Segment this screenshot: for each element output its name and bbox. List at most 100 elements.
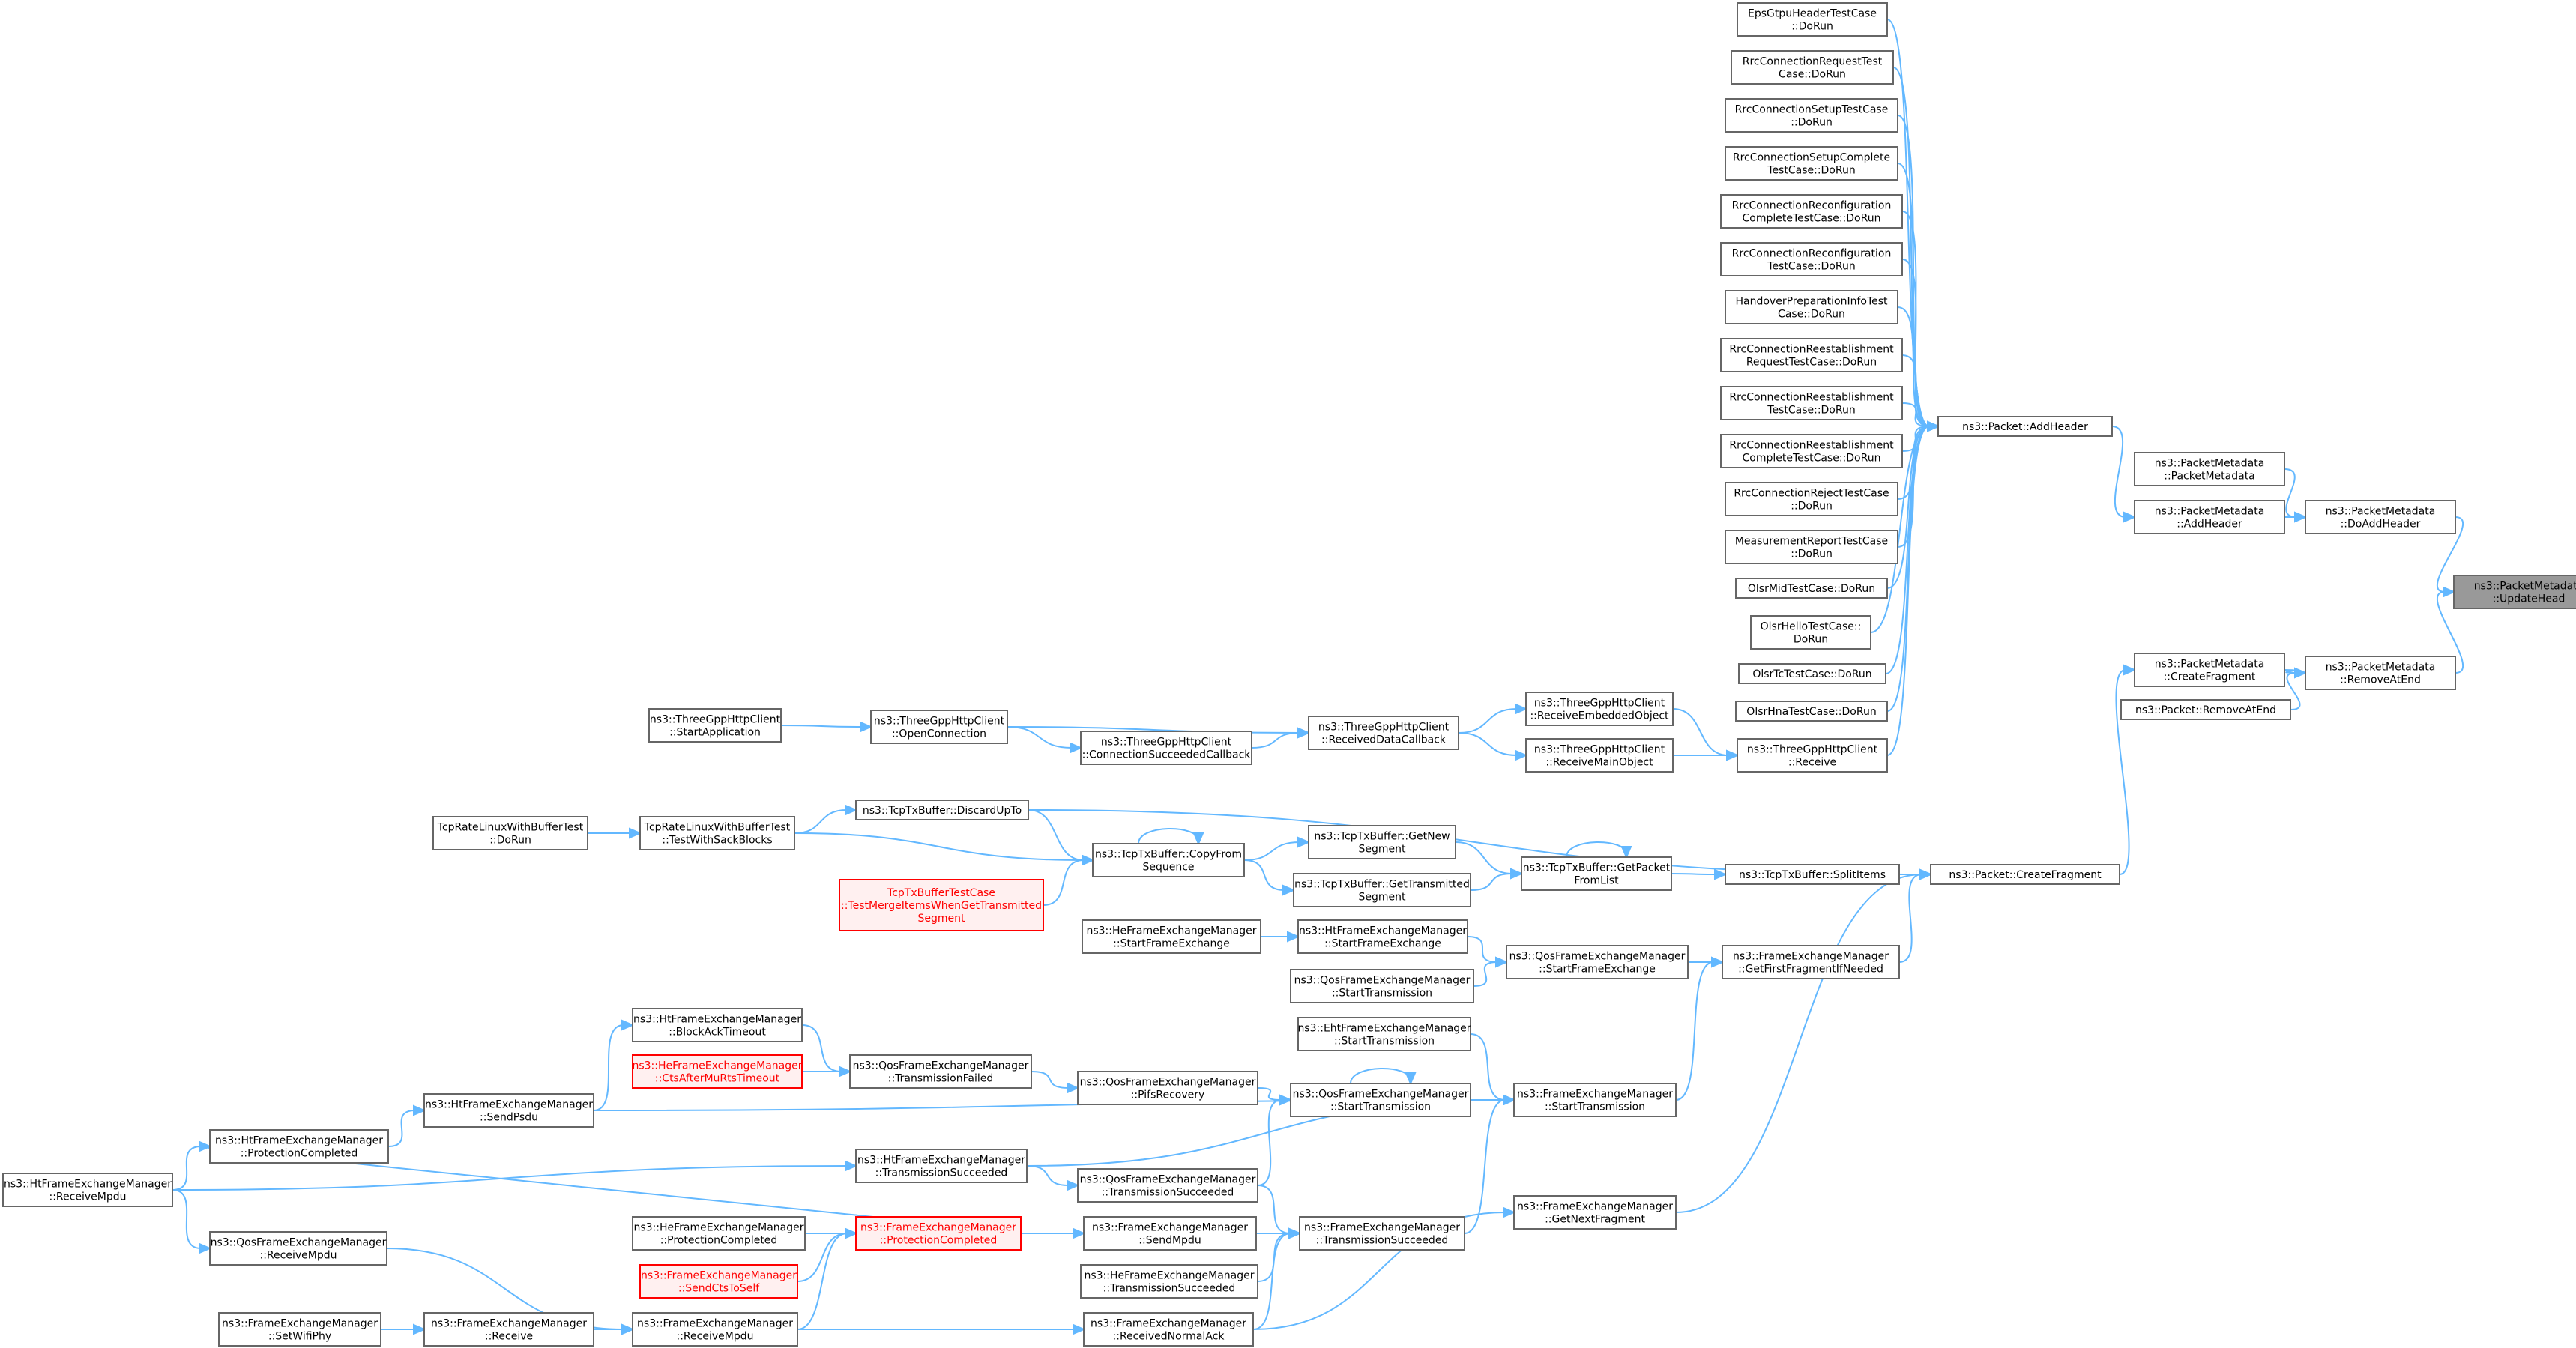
node-ht-blockack[interactable]: ns3::HtFrameExchangeManager::BlockAckTim… (632, 1008, 803, 1042)
node-fem-getnextfrag[interactable]: ns3::FrameExchangeManager::GetNextFragme… (1513, 1195, 1677, 1230)
node-he-protcomp[interactable]: ns3::HeFrameExchangeManager::ProtectionC… (632, 1216, 806, 1251)
edge-arrowhead (1714, 868, 1728, 880)
node-olsr-hello[interactable]: OlsrHelloTestCase::DoRun (1750, 615, 1871, 650)
node-packet-createfragment[interactable]: ns3::Packet::CreateFragment (1930, 864, 2120, 885)
node-tgpp-receiveddata[interactable]: ns3::ThreeGppHttpClient::ReceivedDataCal… (1308, 716, 1459, 750)
node-label-line: TestCase::DoRun (1767, 405, 1855, 417)
edge-arrowhead (1405, 1072, 1417, 1086)
node-removeatend-pm[interactable]: ns3::PacketMetadata::RemoveAtEnd (2305, 656, 2456, 690)
node-pm-packetmetadata[interactable]: ns3::PacketMetadata::PacketMetadata (2134, 452, 2285, 486)
node-tcprate-test[interactable]: TcpRateLinuxWithBufferTest::TestWithSack… (639, 816, 795, 850)
node-label-line: EpsGtpuHeaderTestCase (1748, 8, 1877, 20)
node-label-line: RrcConnectionReestablishment (1729, 392, 1894, 404)
edge-arrowhead (1067, 1179, 1080, 1191)
node-rrc-reest-complete[interactable]: RrcConnectionReestablishmentCompleteTest… (1720, 434, 1903, 468)
edge-tcprate-test-to-tcp-discard (794, 804, 858, 834)
edge-line (1455, 841, 1513, 874)
node-rrc-reject[interactable]: RrcConnectionRejectTestCase::DoRun (1725, 482, 1898, 516)
node-packet-addheader[interactable]: ns3::Packet::AddHeader (1937, 416, 2113, 437)
node-label-line: ns3::QosFrameExchangeManager (1294, 975, 1471, 987)
node-fem-sendcts[interactable]: ns3::FrameExchangeManager::SendCtsToSelf (639, 1264, 798, 1299)
node-tcp-discard[interactable]: ns3::TcpTxBuffer::DiscardUpTo (855, 800, 1029, 820)
node-qos-startfe[interactable]: ns3::QosFrameExchangeManager::StartFrame… (1506, 945, 1689, 979)
node-ht-receivempdu[interactable]: ns3::HtFrameExchangeManager::ReceiveMpdu (2, 1173, 173, 1207)
node-tgpp-connsucc[interactable]: ns3::ThreeGppHttpClient::ConnectionSucce… (1080, 731, 1252, 765)
node-label-line: Case::DoRun (1779, 69, 1846, 81)
node-updatehead[interactable]: ns3::PacketMetadata::UpdateHead (2453, 575, 2576, 609)
node-olsr-hna[interactable]: OlsrHnaTestCase::DoRun (1735, 701, 1888, 722)
edge-line (387, 1110, 416, 1147)
node-tgpp-receive[interactable]: ns3::ThreeGppHttpClient::Receive (1737, 738, 1888, 773)
node-box (1077, 1168, 1258, 1203)
node-label-line: ::TransmissionSucceeded (875, 1167, 1008, 1179)
node-tgpp-openconn[interactable]: ns3::ThreeGppHttpClient::OpenConnection (870, 710, 1008, 744)
node-qos-starttx-b[interactable]: ns3::QosFrameExchangeManager::StartTrans… (1290, 969, 1474, 1003)
node-box (1735, 701, 1888, 722)
node-tcp-splititems[interactable]: ns3::TcpTxBuffer::SplitItems (1725, 864, 1900, 885)
edge-fem-starttx-to-fem-getfirstfrag (1675, 956, 1725, 1101)
node-packet-removeatend[interactable]: ns3::Packet::RemoveAtEnd (2120, 699, 2291, 720)
node-eht-starttx[interactable]: ns3::EhtFrameExchangeManager::StartTrans… (1297, 1017, 1471, 1051)
node-measreport[interactable]: MeasurementReportTestCase::DoRun (1725, 530, 1898, 564)
node-rrc-reconf[interactable]: RrcConnectionReconfigurationTestCase::Do… (1720, 242, 1903, 276)
node-tcprate-dorun[interactable]: TcpRateLinuxWithBufferTest::DoRun (432, 816, 588, 850)
node-tgpp-startapp[interactable]: ns3::ThreeGppHttpClient::StartApplicatio… (648, 708, 782, 743)
node-label-line: ns3::HtFrameExchangeManager (425, 1099, 593, 1111)
node-he-ctsafter[interactable]: ns3::HeFrameExchangeManager::CtsAfterMuR… (632, 1054, 803, 1089)
node-epsgtpu[interactable]: EpsGtpuHeaderTestCase::DoRun (1737, 2, 1888, 37)
node-fem-receivempdu[interactable]: ns3::FrameExchangeManager::ReceiveMpdu (632, 1312, 798, 1347)
edge-fem-protcomp-to-fem-sendmpdu (1020, 1227, 1086, 1239)
node-he-txsucc[interactable]: ns3::HeFrameExchangeManager::Transmissio… (1080, 1264, 1258, 1299)
node-box (855, 1149, 1028, 1183)
node-rrc-reest-req[interactable]: RrcConnectionReestablishmentRequestTestC… (1720, 338, 1903, 372)
node-rrc-setupcomplete[interactable]: RrcConnectionSetupCompleteTestCase::DoRu… (1725, 146, 1898, 181)
node-fem-protcomp[interactable]: ns3::FrameExchangeManager::ProtectionCom… (855, 1216, 1022, 1251)
node-pm-addheader[interactable]: ns3::PacketMetadata::AddHeader (2134, 500, 2285, 534)
edge-arrowhead (1073, 1323, 1086, 1335)
node-fem-sendmpdu[interactable]: ns3::FrameExchangeManager::SendMpdu (1083, 1216, 1257, 1251)
node-tcptxbuf-testmerge[interactable]: TcpTxBufferTestCase::TestMergeItemsWhenG… (839, 879, 1044, 931)
node-tgpp-recvmain[interactable]: ns3::ThreeGppHttpClient::ReceiveMainObje… (1525, 738, 1674, 773)
node-fem-getfirstfrag[interactable]: ns3::FrameExchangeManager::GetFirstFragm… (1722, 945, 1900, 979)
node-rrc-setup[interactable]: RrcConnectionSetupTestCase::DoRun (1725, 98, 1898, 133)
node-label-line: ::StartFrameExchange (1539, 964, 1656, 976)
node-box (1737, 2, 1888, 37)
edge-line (1257, 1087, 1282, 1101)
node-box (218, 1312, 381, 1347)
node-olsr-mid[interactable]: OlsrMidTestCase::DoRun (1735, 578, 1888, 599)
node-ht-protcomp[interactable]: ns3::HtFrameExchangeManager::ProtectionC… (209, 1129, 389, 1164)
node-fem-starttx[interactable]: ns3::FrameExchangeManager::StartTransmis… (1513, 1083, 1677, 1117)
node-box (1521, 856, 1672, 891)
node-rrc-reest[interactable]: RrcConnectionReestablishmentTestCase::Do… (1720, 386, 1903, 420)
node-label-line: RrcConnectionSetupTestCase (1735, 104, 1889, 116)
node-qos-txsucc[interactable]: ns3::QosFrameExchangeManager::Transmissi… (1077, 1168, 1258, 1203)
node-he-startfe[interactable]: ns3::HeFrameExchangeManager::StartFrameE… (1082, 919, 1261, 954)
node-qos-starttx[interactable]: ns3::QosFrameExchangeManager::StartTrans… (1290, 1083, 1471, 1117)
node-pm-createfragment[interactable]: ns3::PacketMetadata::CreateFragment (2134, 653, 2285, 687)
node-qos-receivempdu[interactable]: ns3::QosFrameExchangeManager::ReceiveMpd… (209, 1231, 387, 1266)
node-qos-pifs[interactable]: ns3::QosFrameExchangeManager::PifsRecove… (1077, 1071, 1258, 1105)
node-qos-txfailed[interactable]: ns3::QosFrameExchangeManager::Transmissi… (849, 1054, 1032, 1089)
node-rrc-reconfcomplete[interactable]: RrcConnectionReconfigurationCompleteTest… (1720, 194, 1903, 229)
node-ht-startfe[interactable]: ns3::HtFrameExchangeManager::StartFrameE… (1297, 919, 1468, 954)
node-tgpp-recvembedded[interactable]: ns3::ThreeGppHttpClient::ReceiveEmbedded… (1525, 692, 1674, 726)
node-olsr-tc[interactable]: OlsrTcTestCase::DoRun (1738, 663, 1886, 684)
node-ht-txsucc[interactable]: ns3::HtFrameExchangeManager::Transmissio… (855, 1149, 1028, 1183)
edge-line (2436, 591, 2464, 674)
call-graph-edges (172, 19, 2464, 1335)
node-fem-setwifiphy[interactable]: ns3::FrameExchangeManager::SetWifiPhy (218, 1312, 381, 1347)
node-ht-sendpsdu[interactable]: ns3::HtFrameExchangeManager::SendPsdu (423, 1093, 594, 1128)
node-doaddheader[interactable]: ns3::PacketMetadata::DoAddHeader (2305, 500, 2456, 534)
node-label-line: ::PifsRecovery (1131, 1089, 1205, 1101)
edge-ht-sendpsdu-to-ht-blockack (593, 1019, 635, 1111)
node-fem-receive[interactable]: ns3::FrameExchangeManager::Receive (423, 1312, 594, 1347)
node-fem-txsucc[interactable]: ns3::FrameExchangeManager::TransmissionS… (1299, 1216, 1465, 1251)
node-fem-recvnormalack[interactable]: ns3::FrameExchangeManager::ReceivedNorma… (1083, 1312, 1254, 1347)
node-label-line: ns3::FrameExchangeManager (1733, 951, 1889, 963)
